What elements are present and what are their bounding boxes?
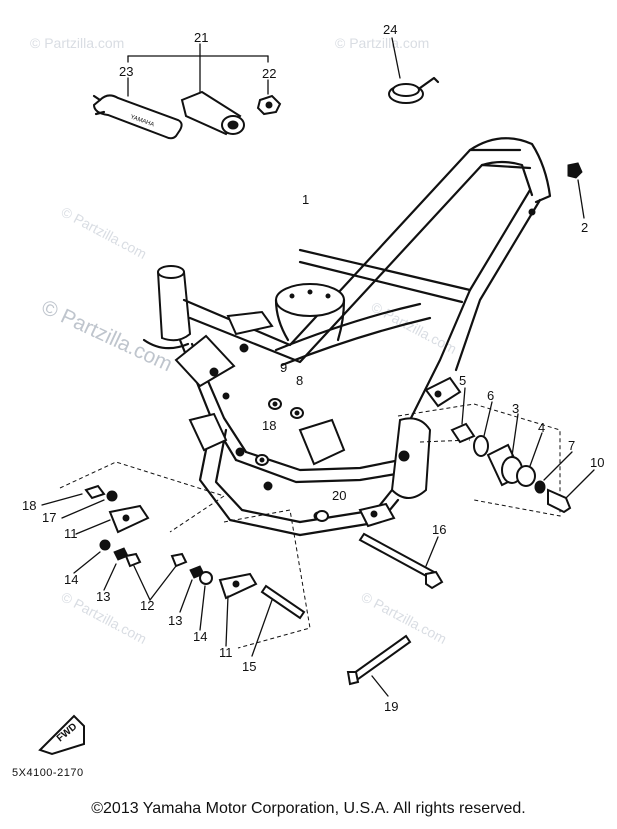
socket-tool: [180, 55, 245, 136]
callout-15: 15: [242, 659, 256, 674]
callout-4: 4: [538, 420, 545, 435]
small-nut: [256, 79, 282, 116]
callout-7: 7: [568, 438, 575, 453]
callout-16: 16: [432, 522, 446, 537]
watermark-text: © Partzilla.com: [30, 35, 124, 51]
cap-part: [388, 37, 440, 104]
watermark-text: © Partzilla.com: [38, 296, 176, 377]
frame-fasteners: [255, 398, 329, 522]
callout-18-upper: 18: [262, 418, 276, 433]
callout-24: 24: [383, 22, 397, 37]
callout-2: 2: [581, 220, 588, 235]
callout-3: 3: [512, 401, 519, 416]
engine-mount-parts: [397, 387, 595, 517]
fwd-arrow: FWD: [38, 714, 85, 756]
callout-18-lower: 18: [22, 498, 36, 513]
copyright-notice: ©2013 Yamaha Motor Corporation, U.S.A. A…: [91, 800, 526, 817]
left-mount-parts: [41, 461, 311, 649]
lower-mount-parts: [179, 565, 306, 657]
pin-part: [346, 634, 412, 697]
callout-6: 6: [487, 388, 494, 403]
callout-13-left: 13: [96, 589, 110, 604]
callout-9: 9: [280, 360, 287, 375]
callout-5: 5: [459, 373, 466, 388]
callout-13-right: 13: [168, 613, 182, 628]
callout-17: 17: [42, 510, 56, 525]
callout-22: 22: [262, 66, 276, 81]
callout-21: 21: [194, 30, 208, 45]
rear-cap: [567, 162, 585, 219]
watermark-text: © Partzilla.com: [59, 204, 150, 262]
callout-10: 10: [590, 455, 604, 470]
callout-11-left: 11: [64, 526, 78, 541]
callout-14-left: 14: [64, 572, 78, 587]
callout-numbers: 21 23 22 24 1 2 9 8 5 6 3 4 7 10 18 20 1…: [22, 22, 604, 714]
wrench-tool: YAMAHA: [92, 77, 183, 140]
callout-14-right: 14: [193, 629, 207, 644]
callout-12: 12: [140, 598, 154, 613]
diagram-code: 5X4100-2170: [12, 767, 84, 779]
callout-11-right: 11: [219, 645, 233, 660]
callout-19: 19: [384, 699, 398, 714]
watermark-text: © Partzilla.com: [335, 35, 429, 51]
main-frame: [142, 137, 552, 537]
tool-group-bracket: [127, 43, 269, 63]
callout-23: 23: [119, 64, 133, 79]
callout-1: 1: [302, 192, 309, 207]
long-through-bolt: [358, 532, 444, 590]
callout-8: 8: [296, 373, 303, 388]
callout-20: 20: [332, 488, 346, 503]
